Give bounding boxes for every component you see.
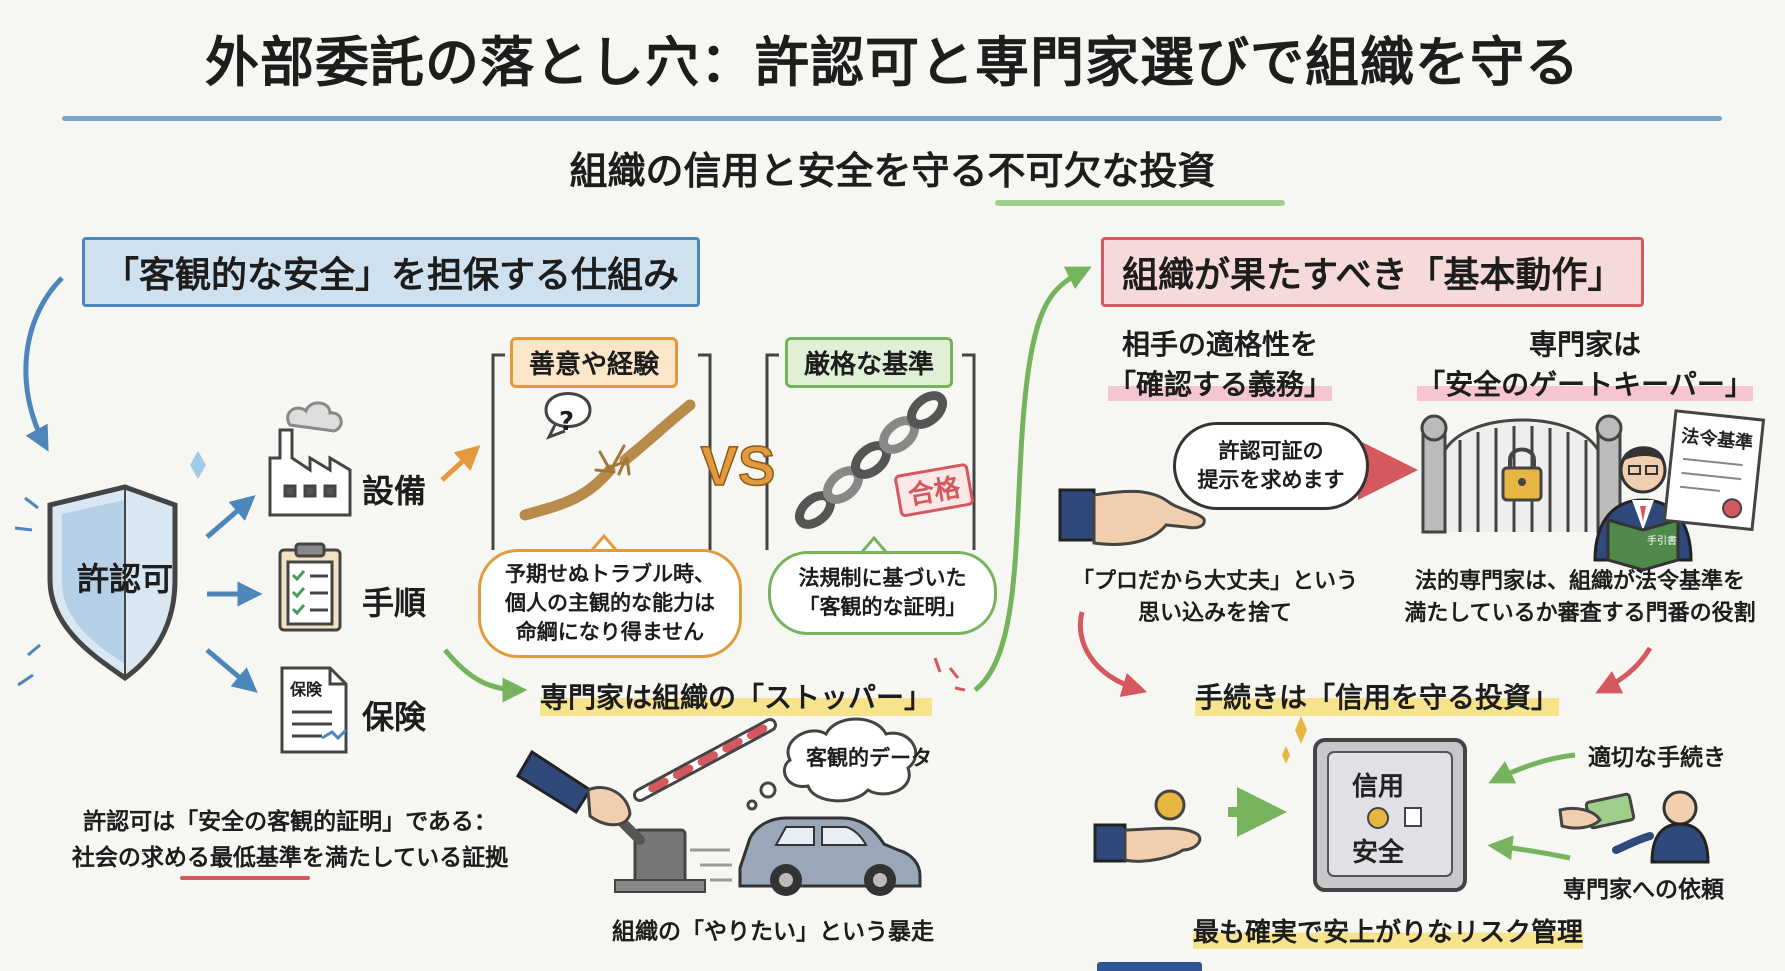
permit-bubble: 許認可証の 提示を求めます	[1173, 422, 1369, 510]
chain-icon	[795, 391, 947, 529]
pro-note-line1: 「プロだから大丈夫」という	[1071, 569, 1358, 594]
vs-mark: VS	[701, 434, 776, 497]
sparkle-marks	[14, 496, 41, 687]
strict-bubble-line2: 「客観的な証明」	[798, 595, 967, 619]
item-equipment: 設備	[362, 472, 427, 510]
goodwill-bubble-line2: 個人の主観的な能力は	[505, 591, 715, 615]
padlock-icon	[1501, 447, 1543, 502]
legal-note: 法的専門家は、組織が法令基準を 満たしているか審査する門番の役割	[1380, 566, 1780, 630]
flow-arrow-center	[973, 266, 1092, 693]
goodwill-tag: 善意や経験	[510, 337, 679, 388]
arrow-appropriate-to-safe	[1488, 752, 1576, 784]
goodwill-bubble-line3: 命綱になり得ません	[515, 620, 705, 644]
appropriate-procedure-label: 適切な手続き	[1588, 745, 1726, 771]
arrow-to-stopper	[443, 648, 528, 703]
flow-arrow-left	[23, 276, 64, 452]
rope-icon	[519, 399, 696, 521]
goodwill-bubble-line1: 予期せぬトラブル時、	[505, 562, 715, 586]
left-note-line2-post: を満たしている証拠	[301, 845, 509, 871]
pro-note: 「プロだから大丈夫」という 思い込みを捨て	[1065, 566, 1365, 630]
insurance-doc-label: 保険	[290, 680, 323, 699]
risk-management-label: 最も確実で安上がりなリスク管理	[1193, 912, 1584, 949]
car-icon	[690, 816, 922, 896]
duty-heading-line2: 「確認する義務」	[1107, 368, 1332, 401]
subtitle-underline	[995, 200, 1285, 206]
emphasis-marks	[933, 657, 966, 692]
gatekeeper-heading: 専門家は 「安全のゲートキーパー」	[1415, 325, 1755, 405]
left-banner: 「客観的な安全」を担保する仕組み	[82, 237, 701, 307]
arrow-to-insurance	[205, 648, 258, 693]
svg-text:信用: 信用	[1352, 771, 1404, 801]
cloud-data-label: 客観的データ	[806, 746, 932, 770]
factory-icon	[268, 401, 352, 517]
strict-bubble: 法規制に基づいた 「客観的な証明」	[768, 551, 997, 635]
svg-text:手引書: 手引書	[1647, 534, 1677, 547]
left-note-emphasis: 最低基準	[209, 845, 302, 871]
handshake-icon	[1058, 488, 1206, 546]
barrier-icon	[595, 718, 777, 893]
permit-bubble-line2: 提示を求めます	[1197, 468, 1345, 492]
arrow-pro-to-invest	[1077, 611, 1148, 697]
svg-text:安全: 安全	[1352, 837, 1405, 867]
certificate-icon: 法令基準	[1662, 409, 1766, 532]
permit-bubble-line1: 許認可証の	[1218, 439, 1324, 463]
cloud-bubble	[746, 717, 918, 811]
strict-frame	[765, 353, 976, 550]
advisor-icon	[1612, 790, 1710, 864]
left-note-line2: 社会の求める最低基準を満たしている証拠	[20, 840, 560, 876]
arrow-to-equipment	[205, 495, 256, 539]
question-bubble-icon	[544, 392, 592, 440]
arrow-request-to-safe	[1487, 835, 1571, 861]
page-subtitle: 組織の信用と安全を守る不可欠な投資	[569, 149, 1216, 193]
runaway-label: 組織の「やりたい」という暴走	[612, 919, 934, 945]
duty-heading-line1: 相手の適格性を	[1121, 328, 1318, 361]
legal-note-line1: 法的専門家は、組織が法令基準を	[1414, 569, 1745, 594]
duty-heading: 相手の適格性を 「確認する義務」	[1080, 325, 1360, 405]
gatekeeper-heading-line2: 「安全のゲートキーパー」	[1417, 368, 1753, 401]
title-underline	[62, 116, 1722, 121]
question-mark: ?	[559, 407, 575, 437]
investment-label: 手続きは「信用を守る投資」	[1195, 676, 1560, 716]
pass-stamp: 合格	[894, 463, 974, 517]
gatekeeper-heading-line1: 専門家は	[1528, 328, 1641, 361]
book-icon: 手引書	[1606, 518, 1680, 572]
coin-hand-icon	[1093, 789, 1202, 863]
left-note-line1: 許認可は「安全の客観的証明」である：	[83, 809, 497, 835]
expert-request-label: 専門家への依頼	[1563, 877, 1724, 903]
left-note-underline	[180, 876, 310, 880]
goodwill-bubble: 予期せぬトラブル時、 個人の主観的な能力は 命綱になり得ません	[478, 549, 742, 658]
pro-note-line2: 思い込みを捨て	[1137, 601, 1292, 626]
hand-icon	[515, 749, 632, 827]
arrow-gate-to-invest	[1595, 646, 1653, 694]
safe-icon: 信用 安全	[1313, 738, 1467, 892]
shield-label: 許認可	[76, 560, 173, 598]
arrow-to-compare	[440, 444, 481, 482]
goodwill-frame	[491, 353, 712, 550]
item-insurance: 保険	[362, 698, 427, 736]
document-icon	[280, 666, 348, 754]
stopper-label: 専門家は組織の「ストッパー」	[540, 676, 933, 716]
bottom-indicator	[1097, 962, 1202, 971]
left-note-line2-pre: 社会の求める	[71, 845, 210, 871]
clipboard-icon	[278, 542, 342, 632]
strict-tag: 厳格な基準	[785, 337, 954, 388]
strict-bubble-line1: 法規制に基づいた	[798, 566, 967, 590]
cash-hand-icon	[1558, 792, 1636, 830]
right-banner: 組織が果たすべき「基本動作」	[1101, 237, 1645, 307]
item-procedure: 手順	[362, 584, 427, 622]
left-note: 許認可は「安全の客観的証明」である： 社会の求める最低基準を満たしている証拠	[20, 804, 560, 876]
legal-note-line2: 満たしているか審査する門番の役割	[1404, 601, 1756, 626]
shield-icon	[47, 484, 178, 682]
page-title: 外部委託の落とし穴：許認可と専門家選びで組織を守る	[205, 31, 1580, 94]
